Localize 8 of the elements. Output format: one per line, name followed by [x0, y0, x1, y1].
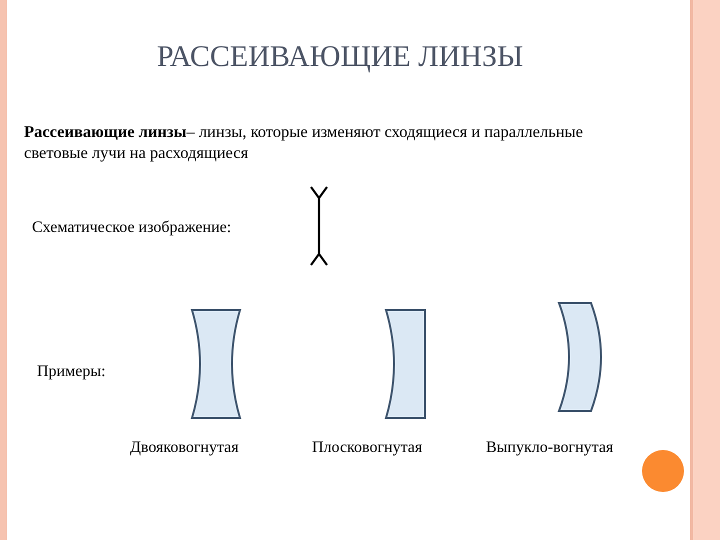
biconcave-lens: [190, 308, 242, 420]
examples-label: Примеры:: [37, 362, 106, 382]
title: РАССЕИВАЮЩИЕ ЛИНЗЫ: [156, 39, 524, 75]
lens-caption: Плосковогнутая: [312, 438, 422, 458]
schematic-label: Схематическое изображение:: [32, 218, 232, 238]
lens-caption: Выпукло-вогнутая: [486, 438, 614, 458]
definition-text: Рассеивающие линзы– линзы, которые изменяют сходящиеся и параллельные световые лучи на расходящиеся: [24, 121, 584, 163]
lens-caption: Двояковогнутая: [130, 438, 239, 458]
